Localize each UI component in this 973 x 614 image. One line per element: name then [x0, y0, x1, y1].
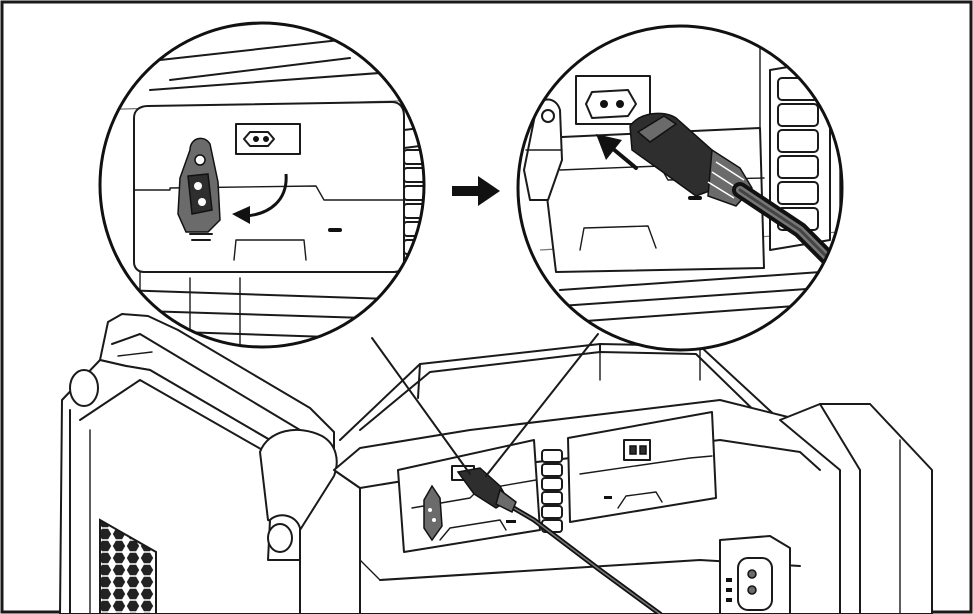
middle-vents [541, 449, 563, 533]
port-cover-flip-detail [98, 21, 426, 349]
curved-arrow-icon [232, 173, 288, 224]
dc-port-panel [567, 411, 717, 523]
callout-line-left [371, 337, 471, 475]
straight-arrow-icon [596, 134, 638, 170]
arrow-right-icon [452, 176, 500, 206]
usb-port-panel [719, 535, 791, 614]
power-cord [456, 467, 663, 614]
power-cord-insert-detail [516, 24, 844, 352]
side-vent [99, 518, 157, 614]
callout-line-right [485, 333, 599, 477]
ac-port-panel [397, 439, 541, 553]
portable-power-station [59, 313, 933, 614]
